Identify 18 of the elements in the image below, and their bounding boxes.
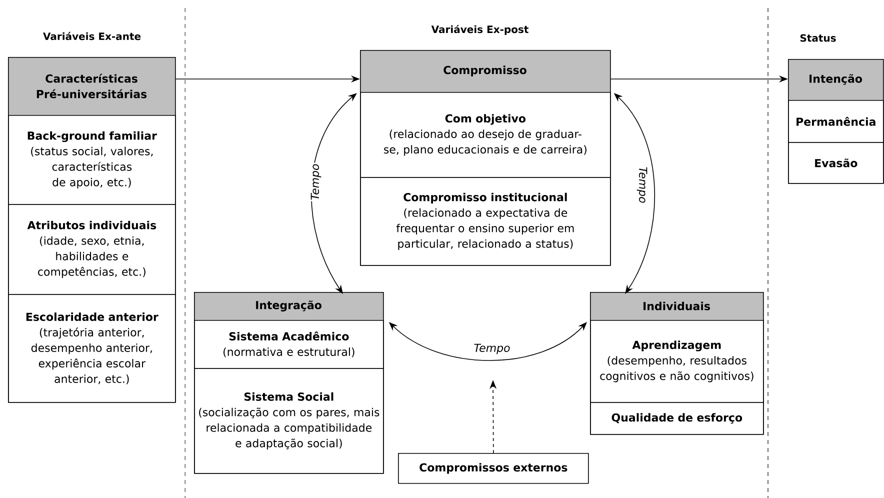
process-box: Compromissos externos [398,453,589,484]
section-box: Qualidade de esforço [590,402,764,435]
column-heading: Status [800,34,836,42]
section-box: Escolaridade anterior (trajetória anterior, desempenho anterior, experiência escolar anterior, etc.) [8,294,176,403]
section-box: Com objetivo (relacionado ao desejo de graduar-se, plano educacionais e de carreira) [360,92,611,178]
edge-label: Tempo [636,166,648,204]
edge-label: Tempo [472,342,512,356]
edge-label: Tempo [310,162,322,202]
section-box: Sistema Acadêmico (normativa e estrutural) [194,320,384,369]
section-box: Atributos individuais (idade, sexo, etnia, habilidades e competências, etc.) [8,204,176,295]
section-box: Sistema Social (socialização com os pares, mais relacionada a compatibilidade e adaptação social) [194,368,384,474]
column-heading: Variáveis Ex-post [431,24,528,36]
column-heading: Variáveis Ex-ante [43,32,141,40]
section-box: Permanência [788,100,884,143]
section-box: Back-ground familiar (status social, valores, características de apoio, etc.) [8,115,176,205]
section-box: Evasão [788,142,884,184]
section-box: Compromisso institucional (relacionado a expectativa de frequentar o ensino superior em particular, relacionado a status) [360,177,611,266]
section-box: Aprendizagem (desempenho, resultados cognitivos e não cognitivos) [590,320,764,403]
